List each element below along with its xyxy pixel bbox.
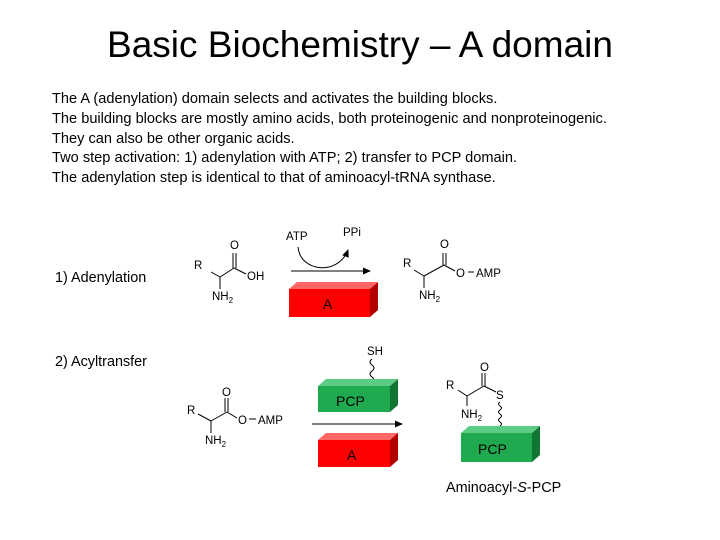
ppi-label: PPi bbox=[343, 227, 361, 239]
carbonyl-oxygen-label: O bbox=[230, 240, 239, 252]
bullet-line: Two step activation: 1) adenylation with… bbox=[52, 150, 518, 167]
atp-curved-arrow bbox=[297, 246, 349, 269]
amp-label: AMP bbox=[258, 415, 283, 427]
r-group-label: R bbox=[446, 380, 454, 392]
bullet-line: They can also be other organic acids. bbox=[52, 130, 295, 147]
a-domain-label: A bbox=[323, 296, 333, 312]
pcp-domain-block-step2 bbox=[318, 379, 398, 412]
wavy-linker bbox=[369, 358, 375, 384]
sulfur-label: S bbox=[496, 390, 504, 402]
amine-label: NH2 bbox=[419, 290, 441, 304]
wavy-linker bbox=[498, 401, 502, 427]
ester-oxygen-label: O bbox=[456, 268, 465, 280]
thioester-molecule bbox=[457, 373, 497, 406]
aminoacyl-amp-molecule bbox=[197, 398, 256, 433]
carbonyl-oxygen-label: O bbox=[440, 239, 449, 251]
atp-label: ATP bbox=[286, 231, 308, 243]
a-domain-block-step1 bbox=[289, 282, 378, 317]
a-domain-label: A bbox=[347, 447, 357, 463]
amine-label: NH2 bbox=[205, 435, 227, 449]
hydroxyl-label: OH bbox=[247, 271, 264, 283]
bullet-list: The A (adenylation) domain selects and a… bbox=[52, 90, 607, 189]
amine-label: NH2 bbox=[461, 409, 483, 423]
carbonyl-oxygen-label: O bbox=[222, 387, 231, 399]
amine-label: NH2 bbox=[212, 291, 234, 305]
aminoacyl-amp-molecule bbox=[413, 253, 474, 288]
bullet-line: The adenylation step is identical to tha… bbox=[52, 170, 496, 187]
ester-oxygen-label: O bbox=[238, 415, 247, 427]
pcp-domain-label: PCP bbox=[336, 393, 365, 409]
amino-acid-molecule bbox=[210, 253, 247, 289]
r-group-label: R bbox=[187, 405, 195, 417]
slide-title: Basic Biochemistry – A domain bbox=[107, 24, 613, 65]
product-caption: Aminoacyl-S-PCP bbox=[446, 480, 562, 496]
amp-label: AMP bbox=[476, 268, 501, 280]
pcp-domain-label: PCP bbox=[478, 441, 507, 457]
r-group-label: R bbox=[403, 258, 411, 270]
bullet-line: The building blocks are mostly amino aci… bbox=[52, 110, 607, 127]
bullet-line: The A (adenylation) domain selects and a… bbox=[52, 91, 498, 107]
step2-label: 2) Acyltransfer bbox=[55, 354, 147, 370]
step1-label: 1) Adenylation bbox=[55, 270, 147, 286]
pcp-domain-block-product bbox=[461, 426, 540, 462]
carbonyl-oxygen-label: O bbox=[480, 362, 489, 374]
r-group-label: R bbox=[194, 260, 202, 272]
thiol-label: SH bbox=[367, 346, 383, 358]
a-domain-block-step2 bbox=[318, 433, 398, 467]
